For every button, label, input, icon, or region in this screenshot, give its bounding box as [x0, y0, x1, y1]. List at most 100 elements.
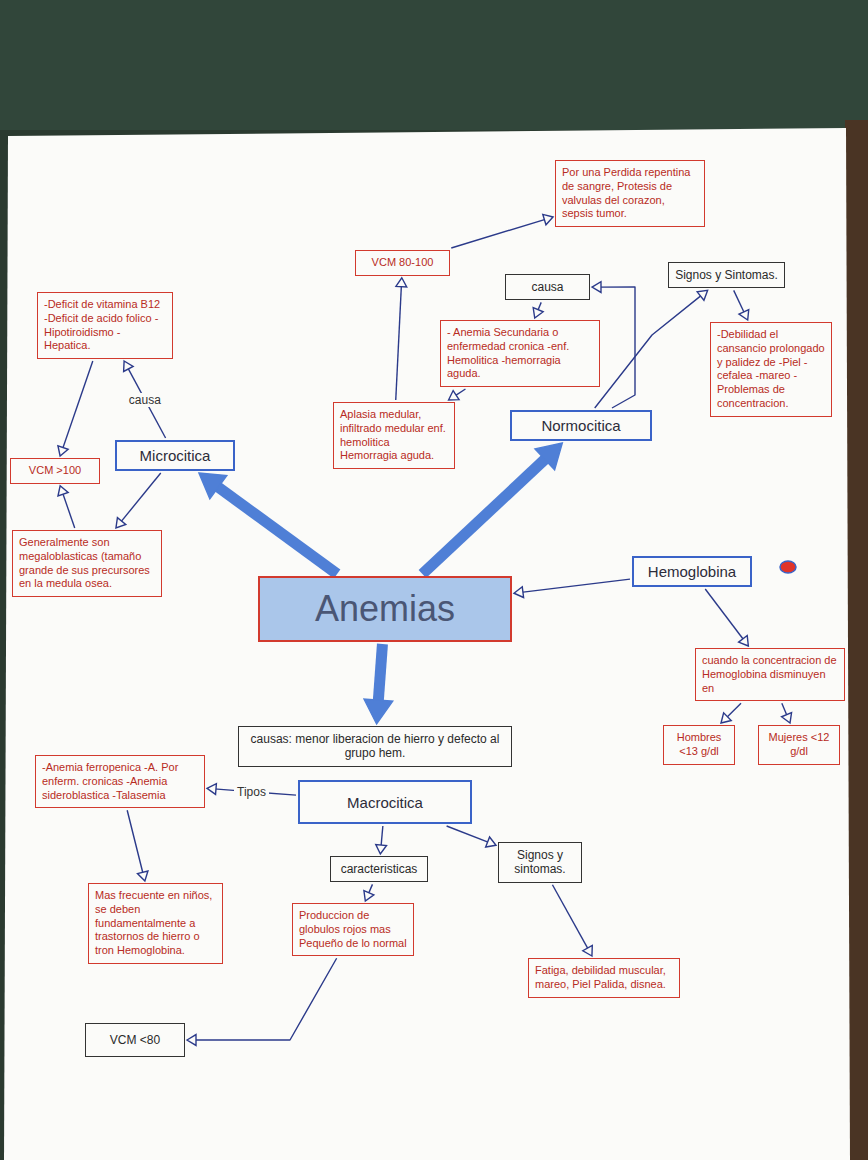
note-box: VCM >100 — [10, 458, 100, 484]
edge-label: Tipos — [234, 785, 269, 799]
arrow-head — [697, 290, 707, 300]
connector — [734, 290, 749, 320]
note-box: VCM 80-100 — [355, 250, 450, 276]
connector — [721, 703, 741, 723]
arrow-head — [721, 713, 731, 723]
connector-line — [734, 290, 745, 313]
connector — [705, 589, 748, 646]
box-text: caracteristicas — [337, 862, 421, 876]
note-box: Hombres <13 g/dl — [663, 725, 735, 765]
arrow-head — [449, 391, 459, 400]
note-box: Mujeres <12 g/dl — [758, 725, 840, 765]
arrow-head — [739, 310, 749, 320]
arrow-head — [782, 713, 792, 723]
connector-line — [595, 295, 702, 408]
arrow-head — [364, 699, 393, 724]
box-text: -Deficit de vitamina B12 -Deficit de aci… — [44, 298, 166, 353]
box-text: VCM 80-100 — [362, 256, 443, 270]
arrow-head — [187, 1035, 196, 1046]
connector-line — [62, 361, 92, 449]
box-text: VCM <80 — [92, 1033, 178, 1047]
arrow-head — [137, 871, 147, 881]
note-box: Produccion de globulos rojos mas Pequeño… — [292, 903, 414, 956]
category-box: Normocitica — [510, 410, 652, 441]
connector — [782, 703, 792, 723]
box-text: Macrocitica — [306, 794, 464, 811]
box-text: Signos y Sintomas. — [675, 268, 778, 282]
arrow-head — [739, 636, 749, 646]
box-text: Aplasia medular, infiltrado medular enf.… — [340, 408, 448, 463]
connector — [364, 884, 374, 901]
box-text: - Anemia Secundaria o enfermedad cronica… — [447, 326, 593, 381]
note-box: cuando la concentracion de Hemoglobina d… — [695, 648, 845, 701]
box-text: Normocitica — [518, 417, 644, 434]
connector — [127, 810, 148, 881]
arrow-head — [543, 214, 553, 224]
box-text: Mujeres <12 g/dl — [765, 731, 833, 759]
box-text: -Debilidad el cansancio prolongado y pal… — [717, 328, 825, 411]
connector — [58, 361, 93, 456]
connector-line — [705, 589, 744, 640]
cloth-pattern — [0, 0, 868, 130]
note-box: Generalmente son megaloblasticas (tamaño… — [12, 530, 162, 597]
box-text: Fatiga, debilidad muscular, mareo, Piel … — [535, 964, 673, 992]
heading-box: Signos y sintomas. — [498, 842, 582, 883]
note-box: -Deficit de vitamina B12 -Deficit de aci… — [37, 292, 173, 359]
note-box: -Anemia ferropenica -A. Por enferm. cron… — [35, 755, 205, 808]
box-text: Mas frecuente en niños, se deben fundame… — [95, 889, 216, 958]
arrow-head — [116, 518, 126, 528]
arrow-head — [396, 278, 407, 287]
box-text: Generalmente son megaloblasticas (tamaño… — [19, 536, 155, 591]
note-box: Mas frecuente en niños, se deben fundame… — [88, 883, 223, 964]
arrow-head — [199, 473, 227, 499]
arrow-head — [207, 784, 216, 795]
connector-line — [552, 885, 588, 950]
arrow-head — [364, 891, 374, 901]
heading-box: causas: menor liberacion de hierro y def… — [238, 726, 512, 767]
connector — [376, 826, 387, 854]
connector-line — [521, 579, 630, 592]
connector-line — [127, 810, 143, 874]
connector-line — [422, 456, 548, 574]
connector — [447, 826, 496, 847]
note-box: Por una Perdida repentina de sangre, Pro… — [555, 160, 705, 227]
note-box: - Anemia Secundaria o enfermedad cronica… — [440, 320, 600, 387]
box-text: Hombres <13 g/dl — [670, 731, 728, 759]
heading-box: causa — [505, 274, 590, 300]
heading-box: caracteristicas — [330, 856, 428, 882]
category-box: Macrocitica — [298, 780, 472, 824]
connector-line — [378, 644, 382, 705]
connector-line — [120, 473, 160, 522]
note-box: Aplasia medular, infiltrado medular enf.… — [333, 402, 455, 469]
arrow-head — [124, 361, 134, 371]
note-box: Fatiga, debilidad muscular, mareo, Piel … — [528, 958, 680, 998]
category-box: Hemoglobina — [632, 556, 752, 587]
connector — [58, 486, 75, 528]
arrow-head — [533, 308, 543, 318]
connector-line — [194, 958, 336, 1040]
arrow-head — [514, 587, 524, 598]
arrow-head — [535, 443, 562, 470]
connector — [116, 473, 161, 528]
box-text: Por una Perdida repentina de sangre, Pro… — [562, 166, 698, 221]
box-text: causas: menor liberacion de hierro y def… — [245, 732, 505, 761]
box-text: Signos y sintomas. — [505, 848, 575, 877]
connector-line — [447, 826, 490, 843]
arrow-head — [486, 837, 496, 847]
edge-label: causa — [126, 393, 164, 407]
arrow-head — [58, 446, 68, 456]
connector-line — [214, 484, 337, 574]
connector-line — [451, 219, 546, 248]
box-text: causa — [512, 280, 583, 294]
box-text: Microcitica — [123, 447, 227, 464]
connector-line — [396, 285, 402, 400]
central-topic: Anemias — [258, 576, 512, 642]
arrow-head — [592, 282, 601, 293]
note-box: -Debilidad el cansancio prolongado y pal… — [710, 322, 832, 417]
connector-line — [726, 703, 741, 718]
connector — [396, 278, 407, 400]
box-text: cuando la concentracion de Hemoglobina d… — [702, 654, 838, 695]
connector — [451, 214, 553, 248]
box-text: Produccion de globulos rojos mas Pequeño… — [299, 909, 407, 950]
box-text: Anemias — [266, 588, 504, 630]
